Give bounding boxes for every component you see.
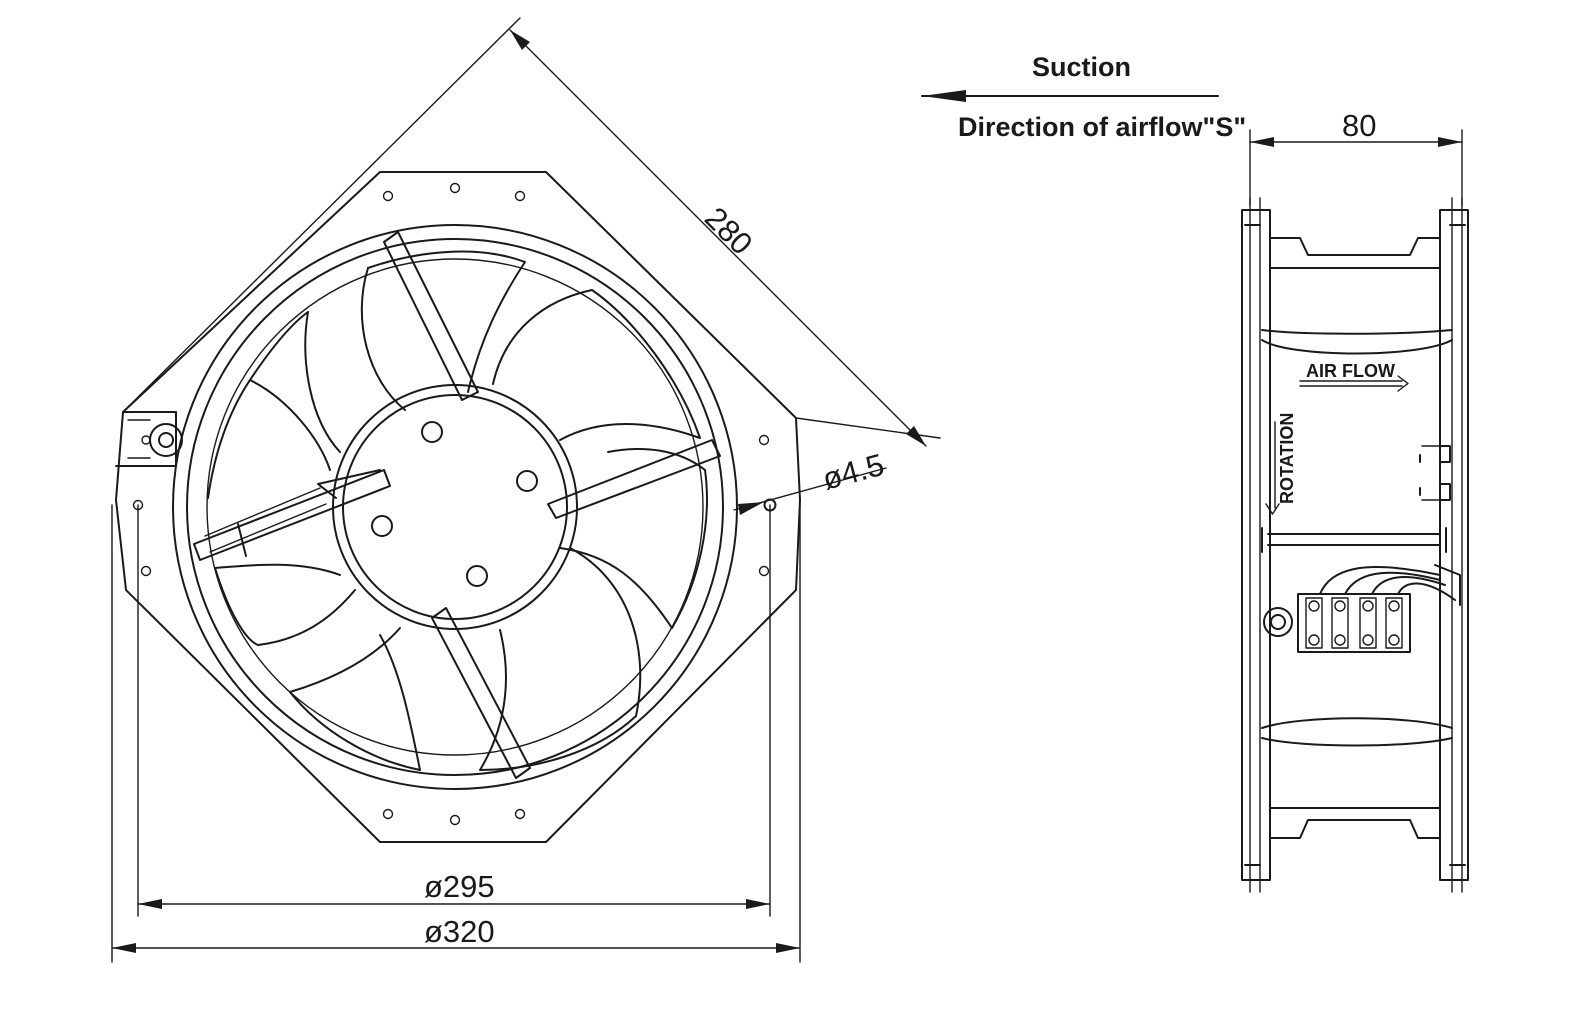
dimension-lines — [111, 17, 941, 963]
side-view — [1241, 129, 1469, 893]
suction-arrow-icon — [922, 90, 966, 102]
dim-280-text: 280 — [698, 200, 759, 261]
dim-280-line — [509, 29, 927, 447]
fan-blades — [207, 250, 708, 771]
venturi-inner-ring — [186, 238, 724, 776]
air-flow-arrow-icon — [1299, 375, 1409, 392]
airflow-note — [921, 90, 1219, 102]
rotation-label: ROTATION — [1277, 413, 1297, 504]
mounting-holes — [132, 182, 777, 826]
motor-hub-outer — [332, 384, 578, 630]
air-flow-label: AIR FLOW — [1306, 361, 1395, 381]
dim-80-text: 80 — [1342, 108, 1376, 143]
airflow-direction-label: Direction of airflow"S" — [958, 112, 1246, 142]
dim-320-text: ø320 — [424, 914, 495, 949]
support-struts — [193, 231, 721, 779]
motor-hub — [342, 394, 568, 620]
venturi-outer-ring — [172, 224, 738, 790]
dim-295-text: ø295 — [424, 869, 495, 904]
terminal-screws — [1305, 597, 1403, 649]
mounting-tab — [115, 411, 177, 467]
front-view — [115, 171, 801, 843]
dim-hole-text: ø4.5 — [819, 447, 888, 497]
suction-label: Suction — [1032, 52, 1131, 82]
ground-lug — [149, 423, 183, 457]
wires — [1319, 564, 1461, 606]
terminal-block — [1297, 593, 1411, 653]
housing-outline — [115, 171, 801, 843]
rotation-arrow-icon — [1265, 421, 1280, 515]
